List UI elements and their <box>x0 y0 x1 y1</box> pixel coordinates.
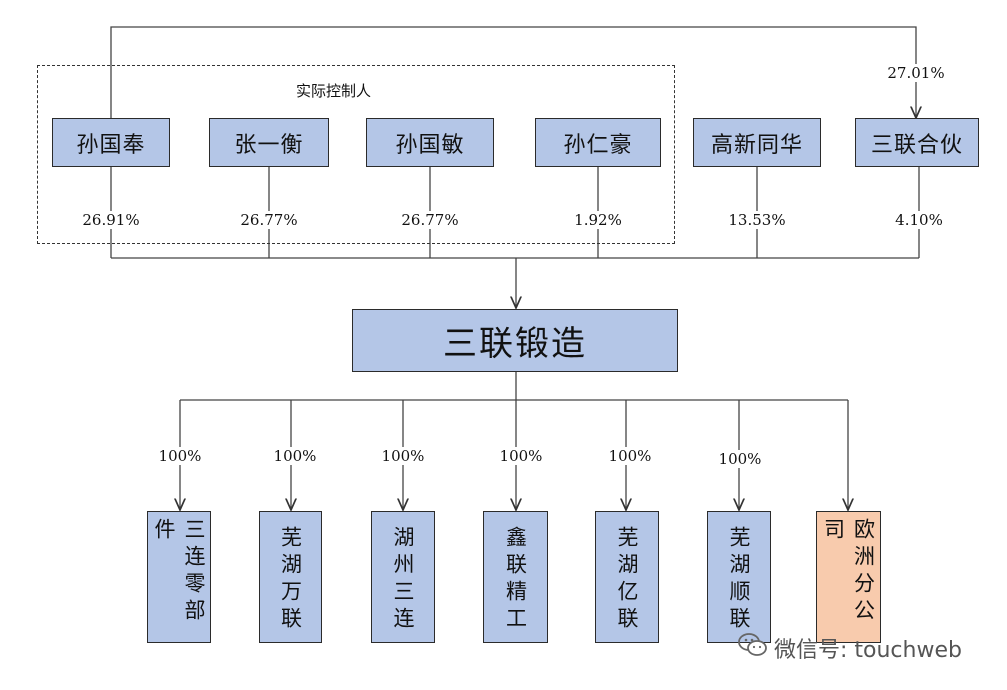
actual-controller-group <box>37 65 675 244</box>
subsidiary-box: 芜湖万联 <box>259 511 322 643</box>
shareholder-box: 孙国敏 <box>366 118 494 167</box>
branch-office-box: 欧洲分公司 <box>816 511 881 643</box>
subsidiary-pct: 100% <box>140 447 220 465</box>
shareholder-box: 张一衡 <box>209 118 329 167</box>
subsidiary-box: 湖州三连 <box>371 511 435 643</box>
subsidiary-pct: 100% <box>590 447 670 465</box>
subsidiary-box: 芜湖顺联 <box>707 511 771 643</box>
shareholder-pct: 26.91% <box>71 211 151 229</box>
subsidiary-box: 三连零部件 <box>147 511 211 643</box>
subsidiary-pct: 100% <box>481 447 561 465</box>
main-company-box: 三联锻造 <box>352 309 678 372</box>
main-company-name: 三联锻造 <box>443 324 587 364</box>
shareholder-pct: 1.92% <box>558 211 638 229</box>
shareholder-box: 孙国奉 <box>52 118 170 167</box>
subsidiary-name: 湖州三连 <box>391 526 415 634</box>
subsidiary-name: 芜湖顺联 <box>727 526 751 634</box>
shareholder-box: 高新同华 <box>693 118 821 167</box>
subsidiary-box: 鑫联精工 <box>483 511 548 643</box>
shareholder-pct: 26.77% <box>390 211 470 229</box>
wechat-icon <box>738 632 768 664</box>
subsidiary-name: 芜湖亿联 <box>615 526 639 634</box>
subsidiary-pct: 100% <box>363 447 443 465</box>
shareholder-pct: 13.53% <box>717 211 797 229</box>
subsidiary-pct: 100% <box>255 447 335 465</box>
top-link-pct: 27.01% <box>876 64 956 82</box>
shareholder-name: 孙国奉 <box>76 132 146 158</box>
group-label: 实际控制人 <box>296 82 372 100</box>
shareholder-name: 孙仁豪 <box>563 132 633 158</box>
shareholder-pct: 26.77% <box>229 211 309 229</box>
shareholder-name: 张一衡 <box>234 132 304 158</box>
subsidiary-pct: 100% <box>700 450 780 468</box>
branch-office-name: 欧洲分公司 <box>821 518 876 626</box>
subsidiary-box: 芜湖亿联 <box>595 511 659 643</box>
shareholder-name: 孙国敏 <box>395 132 465 158</box>
subsidiary-name: 三连零部件 <box>152 518 206 626</box>
shareholder-name: 三联合伙 <box>870 132 963 158</box>
watermark-text: 微信号: touchweb <box>774 638 962 663</box>
shareholder-box: 孙仁豪 <box>535 118 661 167</box>
shareholder-name: 高新同华 <box>710 132 803 158</box>
shareholder-pct: 4.10% <box>879 211 959 229</box>
watermark: 微信号: touchweb <box>738 632 962 664</box>
subsidiary-name: 芜湖万联 <box>278 526 303 634</box>
subsidiary-name: 鑫联精工 <box>503 526 528 634</box>
shareholder-box: 三联合伙 <box>855 118 979 167</box>
